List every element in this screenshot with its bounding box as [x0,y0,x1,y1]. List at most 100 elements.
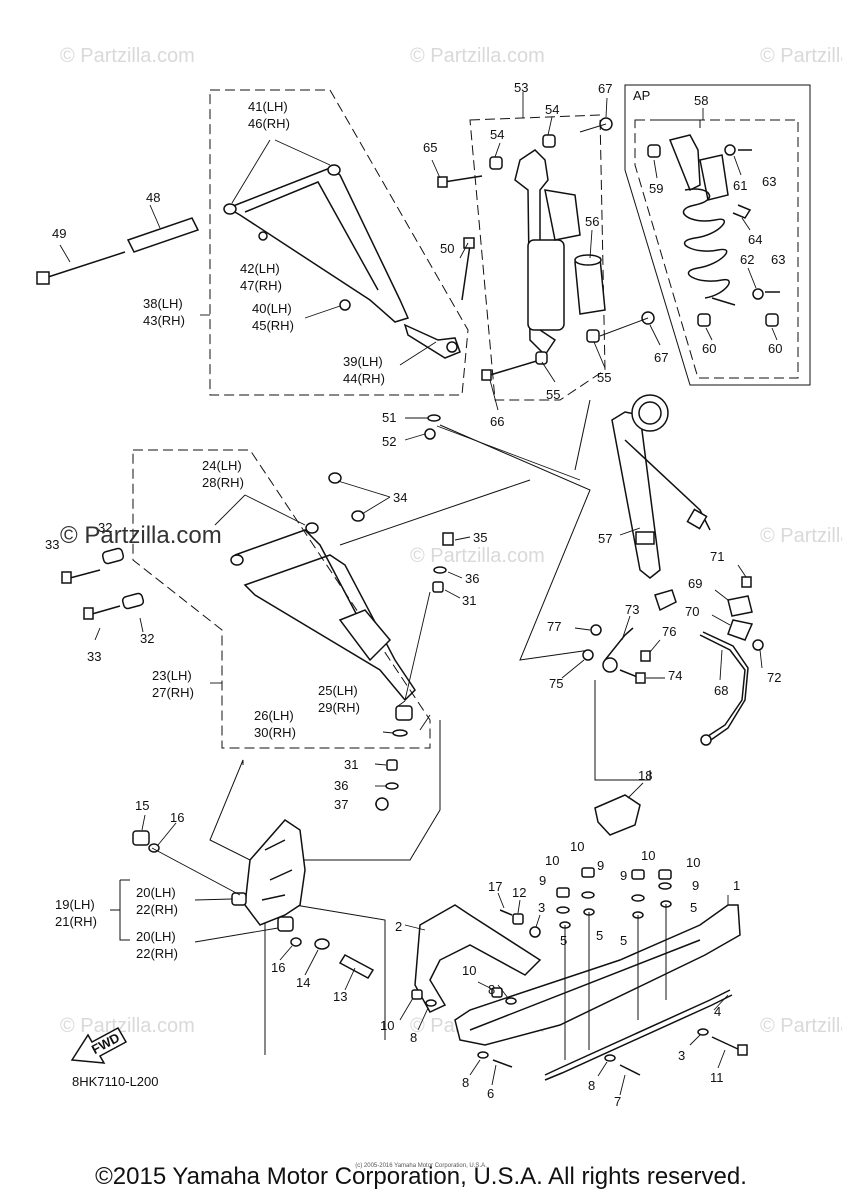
spindle-collar [635,531,655,545]
bushing-59 [647,144,661,158]
watermark: © Partzilla.com [60,45,195,67]
bushing-55 [535,351,548,365]
part-label: 44(RH) [343,371,385,386]
shaft-48 [126,217,200,253]
pin-13 [338,954,375,979]
nut-40 [339,299,351,311]
part-number: 10 [545,853,559,868]
spindle-group [561,394,764,746]
ap-group: AP [624,84,811,386]
part-label: 21(RH) [55,914,97,929]
part-number: 55 [546,387,560,402]
part-number: 18 [638,768,652,783]
part-label: 30(RH) [254,725,296,740]
washer-16 [290,937,302,947]
part-number: 69 [688,576,702,591]
collar-32 [101,547,125,565]
part-label: 19(LH) [55,897,95,912]
part-number: 36 [465,571,479,586]
nut-10 [491,987,503,998]
bolt-head [737,1044,748,1056]
tierod-73 [604,627,634,661]
washer-36 [433,566,447,574]
nut-10 [631,869,645,880]
bushing [230,554,244,566]
ski-handle-2 [414,904,542,1013]
cable-end [700,734,712,746]
bushing-54 [542,134,556,148]
nut-37 [375,797,389,811]
ap-shock-top [668,134,701,192]
part-number: 54 [545,102,559,117]
collar-12 [512,913,524,925]
part-number: 13 [333,989,347,1004]
washer-8 [604,1054,616,1062]
nut-77 [590,624,602,636]
part-number: 63 [762,174,776,189]
bolt-head [61,571,72,584]
lower-arm-group [61,449,471,811]
spring-17 [499,909,513,916]
bumper-18 [594,794,641,836]
cable-68 [699,634,746,739]
part-number: 9 [539,873,546,888]
spindle-arm-end [686,508,708,530]
washer-9 [556,906,570,914]
nut-10 [658,869,672,880]
part-label: 40(LH) [252,301,292,316]
bolt-head [437,176,448,188]
nut-10 [411,989,423,1000]
part-label: 39(LH) [343,354,383,369]
part-number: 33 [45,537,59,552]
bushing [327,164,341,176]
bolt-6 [492,1059,513,1068]
part-number: 17 [488,879,502,894]
part-number: 4 [714,1004,721,1019]
part-number: 8 [410,1030,417,1045]
part-number: 73 [625,602,639,617]
part-number: 34 [393,490,407,505]
bushing-54 [489,156,503,170]
part-number: 8 [462,1075,469,1090]
upper-a-arm [226,167,410,323]
part-number: 16 [170,810,184,825]
washer-9 [631,894,645,902]
lower-a-arm-rear [234,529,371,641]
nut-72 [752,639,764,651]
tiny-copyright: (c) 2005-2016 Yamaha Motor Corporation, … [355,1163,487,1169]
part-number: 48 [146,190,160,205]
part-number: 76 [662,624,676,639]
washer-8 [505,997,517,1005]
shock-dashed-box [469,114,606,401]
tierod-end [602,657,618,673]
part-number: 72 [767,670,781,685]
part-number: 36 [334,778,348,793]
part-number: 10 [686,855,700,870]
nut-61 [724,144,736,156]
bolt-33 [69,569,101,579]
part-number: 10 [380,1018,394,1033]
part-label: 26(LH) [254,708,294,723]
part-number: 50 [440,241,454,256]
screw-71 [741,576,752,588]
part-number: 5 [596,928,603,943]
ski-group [399,782,748,1096]
nut-10 [556,887,570,898]
shock-group [431,92,661,411]
bolt-66 [489,359,541,376]
washer-14 [314,938,330,950]
part-number: 33 [87,649,101,664]
part-number: 63 [771,252,785,267]
part-label: 47(RH) [240,278,282,293]
washer-8 [477,1051,489,1059]
bolt-head [481,369,492,381]
bushing-60 [697,313,711,327]
clamp-70 [727,619,754,641]
washer-8 [425,999,437,1007]
part-number: 56 [585,214,599,229]
part-number: 31 [462,593,476,608]
part-number: 6 [487,1086,494,1101]
part-label: 22(RH) [136,902,178,917]
bolt-49 [44,251,126,279]
